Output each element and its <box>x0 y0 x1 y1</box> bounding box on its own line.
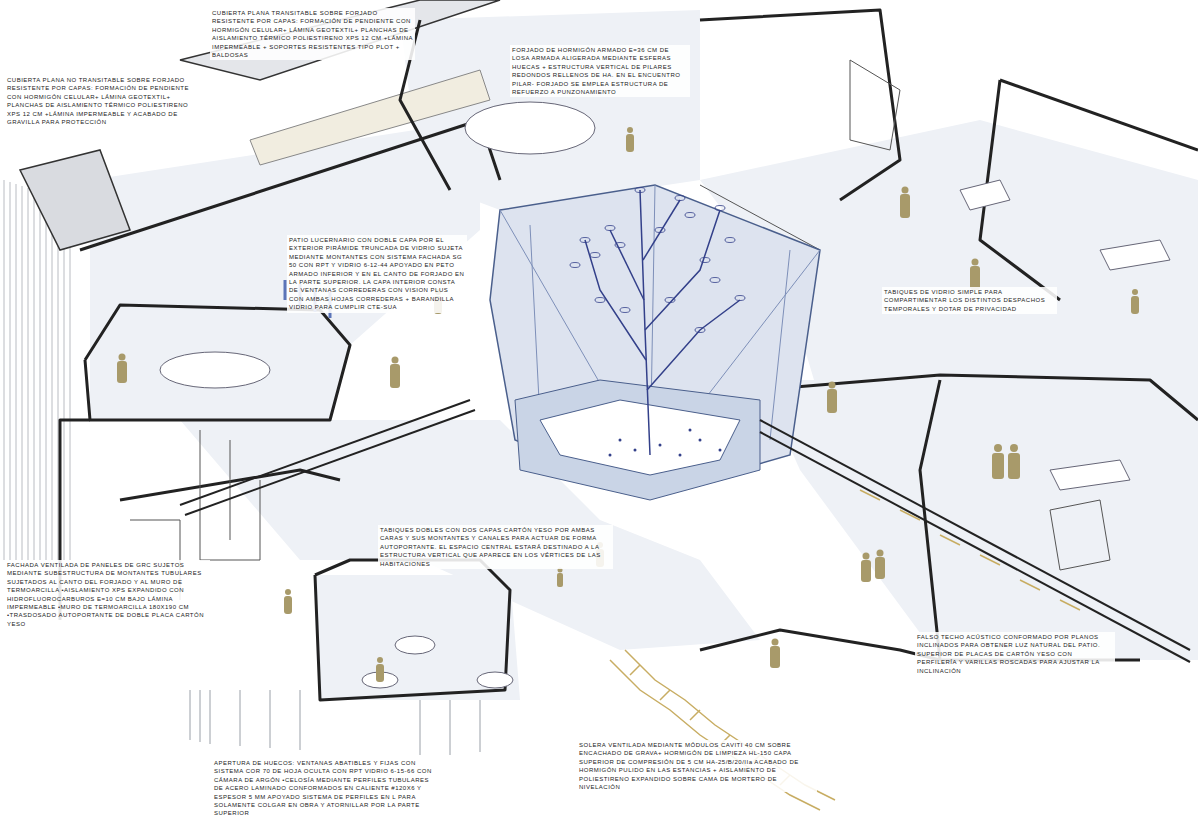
annotation-note: SOLERA VENTILADA MEDIANTE MÓDULOS CAVITI… <box>577 740 817 792</box>
annotation-note: PATIO LUCERNARIO CON DOBLE CAPA POR EL E… <box>287 235 467 313</box>
annotation-note: APERTURA DE HUECOS: VENTANAS ABATIBLES Y… <box>212 758 437 819</box>
annotation-note: FACHADA VENTILADA DE PANELES DE GRC SUJE… <box>5 560 210 629</box>
annotation-note: FALSO TECHO ACÚSTICO CONFORMADO POR PLAN… <box>915 632 1115 676</box>
annotation-note: FORJADO DE HORMIGÓN ARMADO E=36 CM DE LO… <box>510 45 690 97</box>
annotation-note: CUBIERTA PLANA NO TRANSITABLE SOBRE FORJ… <box>5 75 205 127</box>
annotation-note: TABIQUES DE VIDRIO SIMPLE PARA COMPARTIM… <box>882 287 1057 314</box>
annotation-note: TABIQUES DOBLES CON DOS CAPAS CARTÓN YES… <box>378 525 613 569</box>
annotation-note: CUBIERTA PLANA TRANSITABLE SOBRE FORJADO… <box>210 8 415 60</box>
